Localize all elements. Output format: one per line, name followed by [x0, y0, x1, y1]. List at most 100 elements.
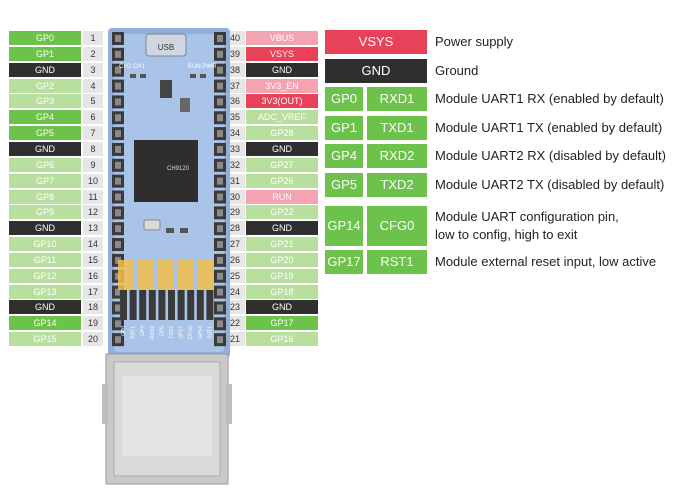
table-description: Power supply: [435, 34, 514, 49]
right-pin-label: GP16: [246, 332, 318, 347]
bottom-header-label: RST1: [131, 326, 137, 339]
table-description: Module UART configuration pin, low to con…: [435, 208, 619, 244]
jumper-cap: [198, 260, 214, 290]
table-pin-cell: GND: [325, 59, 427, 83]
right-pin-label: GP27: [246, 157, 318, 172]
header-pin-hole: [217, 320, 223, 328]
left-pin-number: 12: [83, 205, 103, 220]
bottom-header-pin: [148, 290, 156, 320]
header-pin-hole: [115, 50, 121, 58]
table-function-cell: TXD1: [367, 116, 427, 140]
bottom-header-label: GP17: [179, 326, 185, 339]
bottom-header-label: GP5: [159, 326, 165, 336]
header-pin-hole: [115, 66, 121, 74]
jumper-cap: [178, 260, 194, 290]
left-pin-number: 18: [83, 300, 103, 315]
right-pin-label: VSYS: [246, 46, 318, 61]
left-pin-number: 19: [83, 316, 103, 331]
left-pin-label: GP8: [9, 189, 81, 204]
table-gpio-cell: GP17: [325, 250, 363, 274]
header-pin-hole: [115, 193, 121, 201]
left-pin-number: 1: [83, 31, 103, 45]
left-pin-label: GP1: [9, 46, 81, 61]
left-pin-label: GND: [9, 141, 81, 156]
bottom-header-label: TXD2: [169, 326, 175, 339]
right-pin-label: GP26: [246, 173, 318, 188]
table-pin-cell: VSYS: [325, 30, 427, 54]
bottom-header-pin: [206, 290, 214, 320]
table-description: Ground: [435, 63, 479, 78]
right-pin-label: GND: [246, 300, 318, 315]
table-description: Module UART2 TX (disabled by default): [435, 177, 665, 192]
left-pin-label: GND: [9, 62, 81, 77]
bottom-header-label: RST1: [207, 326, 213, 339]
left-pin-number: 10: [83, 173, 103, 188]
table-function-cell: CFG0: [367, 206, 427, 246]
bottom-header-pin: [129, 290, 137, 320]
left-pin-number: 15: [83, 252, 103, 267]
header-pin-hole: [217, 35, 223, 42]
header-pin-hole: [217, 98, 223, 106]
header-pin-hole: [115, 209, 121, 217]
bottom-header-label: GP0: [121, 326, 127, 336]
header-pin-hole: [217, 177, 223, 185]
header-pin-hole: [217, 241, 223, 249]
header-pin-hole: [115, 130, 121, 138]
jumper-cap: [138, 260, 154, 290]
right-pin-label: RUN: [246, 189, 318, 204]
left-pin-label: GP3: [9, 94, 81, 109]
left-pin-label: GP12: [9, 268, 81, 283]
bottom-header-label: GP4: [140, 326, 146, 336]
header-pin-hole: [115, 177, 121, 185]
jumper-cap: [118, 260, 134, 290]
header-pin-hole: [115, 288, 121, 296]
left-pin-number: 11: [83, 189, 103, 204]
table-function-cell: TXD2: [367, 173, 427, 197]
header-pin-hole: [115, 98, 121, 106]
header-pin-hole: [217, 114, 223, 122]
header-pin-hole: [115, 241, 121, 249]
left-pin-number: 6: [83, 110, 103, 125]
left-pin-label: GP6: [9, 157, 81, 172]
left-pin-label: GP11: [9, 252, 81, 267]
bottom-header-pin: [196, 290, 204, 320]
left-pin-number: 16: [83, 268, 103, 283]
table-function-cell: RXD1: [367, 87, 427, 111]
right-pin-label: 3V3(OUT): [246, 94, 318, 109]
bottom-header-label: RXD2: [150, 326, 156, 340]
jumper-cap: [158, 260, 174, 290]
table-gpio-cell: GP5: [325, 173, 363, 197]
bottom-header-pin: [177, 290, 185, 320]
header-pin-hole: [217, 225, 223, 233]
ch-labels: CH2 CH1: [119, 64, 145, 70]
table-function-cell: RST1: [367, 250, 427, 274]
header-pin-hole: [115, 35, 121, 42]
table-gpio-cell: GP0: [325, 87, 363, 111]
table-description-line: Module UART configuration pin,: [435, 209, 619, 224]
right-pin-label: GP21: [246, 237, 318, 252]
header-pin-hole: [115, 161, 121, 169]
left-pin-number: 7: [83, 126, 103, 141]
right-pin-label: GP17: [246, 316, 318, 331]
table-description: Module UART2 RX (disabled by default): [435, 148, 666, 163]
right-pin-label: GP18: [246, 284, 318, 299]
table-description-line: low to config, high to exit: [435, 227, 578, 242]
left-pin-label: GND: [9, 300, 81, 315]
header-pin-hole: [217, 161, 223, 169]
header-pin-hole: [217, 288, 223, 296]
left-pin-label: GP14: [9, 316, 81, 331]
table-description: Module external reset input, low active: [435, 254, 657, 269]
table-description: Module UART1 RX (enabled by default): [435, 91, 664, 106]
right-pin-label: VBUS: [246, 31, 318, 45]
bottom-header-label: GP14: [198, 326, 204, 339]
right-pin-label: GND: [246, 141, 318, 156]
bottom-header-pin: [168, 290, 175, 320]
header-pin-hole: [115, 304, 121, 312]
header-pin-hole: [217, 193, 223, 201]
right-pin-label: ADC_VREF: [246, 110, 318, 125]
left-pin-number: 9: [83, 157, 103, 172]
left-pin-number: 2: [83, 46, 103, 61]
left-pin-number: 5: [83, 94, 103, 109]
bottom-header-pin: [139, 290, 147, 320]
